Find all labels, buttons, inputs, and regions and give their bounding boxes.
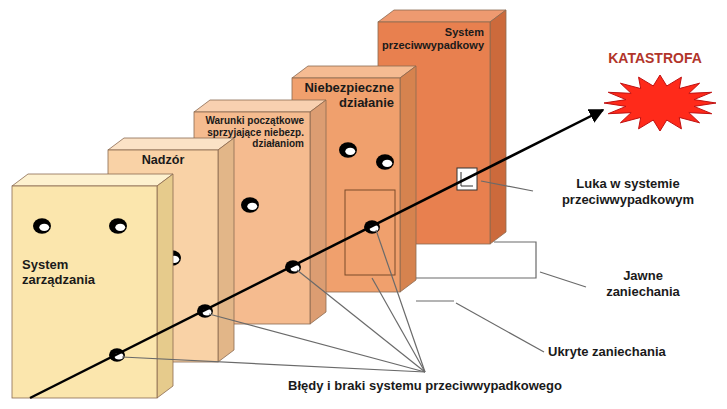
slab-top <box>194 100 326 112</box>
leader-line <box>416 300 454 301</box>
hole-highlight <box>115 224 125 231</box>
leader-line <box>416 242 536 278</box>
layer-title: Nadzór <box>108 153 218 167</box>
leader-line <box>209 314 425 372</box>
slab-top <box>292 66 416 78</box>
gap-label: Luka w systemie przeciwwypadkowym <box>535 176 721 207</box>
hole <box>376 154 394 169</box>
leader-line <box>540 272 586 287</box>
leader-line <box>481 181 533 191</box>
layer-title: System przeciwwypadkowy <box>380 26 484 51</box>
leader-line <box>376 230 425 372</box>
defense-layer: Warunki początkowe sprzyjające niebezp. … <box>194 112 310 324</box>
layer-title: Niebezpieczne działanie <box>294 81 394 111</box>
slab-side <box>157 174 173 398</box>
slab-top <box>108 138 234 150</box>
hole <box>33 218 51 233</box>
slab-top <box>12 174 173 186</box>
explosion-star <box>604 75 716 131</box>
defects-label: Błędy i braki systemu przeciwwypadkowego <box>185 378 665 394</box>
hole-highlight <box>345 148 355 155</box>
leader-line <box>297 270 425 372</box>
hole-highlight <box>247 203 257 210</box>
defense-layer: Nadzór <box>108 150 218 362</box>
slab-side <box>310 100 326 324</box>
active-failures-label: Jawne zaniechania <box>588 268 698 299</box>
slab <box>12 174 173 398</box>
trajectory-arrow <box>30 110 603 398</box>
latent-conditions-label: Ukryte zaniechania <box>548 344 722 360</box>
slab-side <box>218 138 234 362</box>
defense-layer: Niebezpieczne działanie <box>292 78 400 292</box>
hole <box>339 142 357 157</box>
hole <box>241 197 259 212</box>
layer-title: Warunki początkowe sprzyjające niebezp. … <box>196 115 304 150</box>
hole <box>109 218 127 233</box>
hole-highlight <box>39 224 49 231</box>
defense-layer: System zarządzania <box>12 186 157 398</box>
slab-top <box>378 10 506 22</box>
hole-highlight <box>382 160 392 167</box>
catastrophe-label: KATASTROFA <box>590 50 720 67</box>
leader-line <box>456 303 544 352</box>
leader-line <box>372 278 425 372</box>
slab-side <box>400 66 416 292</box>
defense-layer: System przeciwwypadkowy <box>378 22 490 244</box>
slab-side <box>490 10 506 244</box>
slab-front <box>12 186 157 398</box>
layer-title: System zarządzania <box>22 258 122 288</box>
